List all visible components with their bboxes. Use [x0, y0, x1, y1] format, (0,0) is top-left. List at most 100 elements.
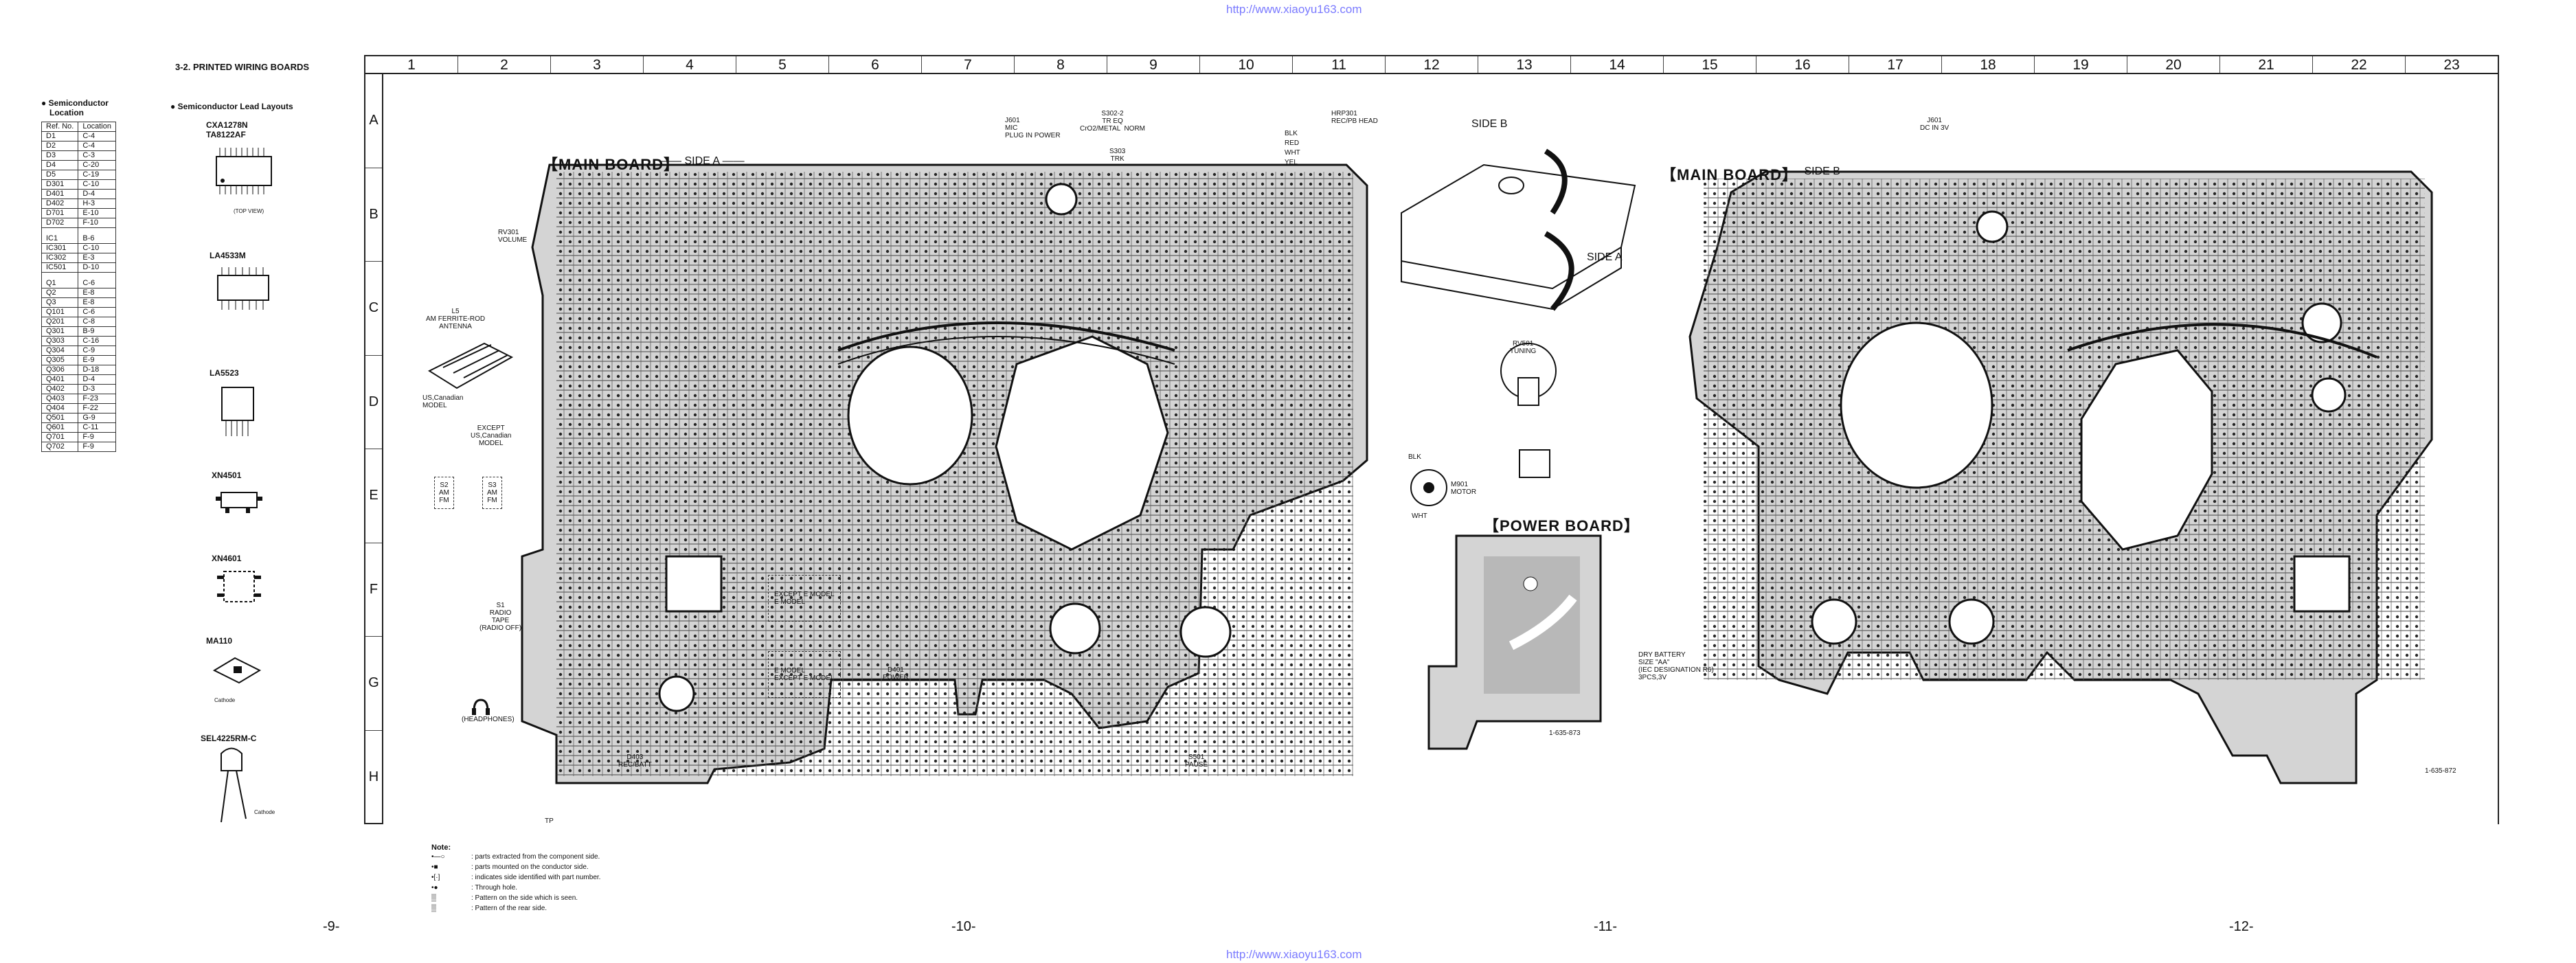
- note-symbol-icon: •■: [431, 863, 438, 871]
- main-board-side-a-label: 【MAIN BOARD】: [543, 156, 679, 173]
- location-cell: F-10: [78, 218, 116, 228]
- ref-no-cell: D401: [41, 189, 79, 199]
- e-model-label-1: E MODEL: [774, 598, 806, 606]
- grid-column-label: 1: [365, 56, 458, 73]
- location-cell: E-3: [78, 253, 116, 263]
- s1-switch-callout: S1 RADIO TAPE (RADIO OFF): [479, 602, 522, 632]
- main-board-part-number: 1-635-872: [2425, 767, 2456, 775]
- grid-column-label: 8: [1015, 56, 1107, 73]
- ref-no-cell: D702: [41, 218, 79, 228]
- grid-column-label: 11: [1293, 56, 1386, 73]
- motor-callout: M901 MOTOR: [1451, 481, 1477, 496]
- ic-package-icon: [216, 492, 262, 513]
- grid-column-label: 18: [1942, 56, 2035, 73]
- location-cell: C-6: [78, 272, 116, 288]
- tp-label: TP: [545, 817, 554, 825]
- note-symbol-icon: ▒: [431, 905, 437, 912]
- location-cell: D-4: [78, 189, 116, 199]
- semiconductor-location: ● Semiconductor Location Ref. No.Locatio…: [41, 98, 116, 452]
- ic-caption: Cathode: [214, 697, 236, 703]
- grid-row-label: B: [365, 168, 382, 262]
- note-symbol-icon: •—○: [431, 853, 445, 861]
- lead-layouts-title-text: Semiconductor Lead Layouts: [177, 102, 293, 111]
- ref-no-cell: IC501: [41, 262, 79, 273]
- note-text: : indicates side identified with part nu…: [471, 874, 601, 881]
- ref-no-cell: Q1: [41, 272, 79, 288]
- wht-wire-callout: WHT: [1412, 512, 1427, 520]
- motor-blk-callout: BLK: [1408, 453, 1421, 461]
- location-cell: E-8: [78, 288, 116, 298]
- location-cell: F-23: [78, 394, 116, 404]
- rec-pb-head-callout: HRP301 REC/PB HEAD: [1331, 110, 1378, 125]
- ref-no-cell: Q2: [41, 288, 79, 298]
- main-board-side-a: [521, 163, 1368, 784]
- note-text: : parts extracted from the component sid…: [471, 853, 600, 861]
- location-cell: C-8: [78, 317, 116, 327]
- grid-column-label: 7: [922, 56, 1015, 73]
- ref-no-cell: Q601: [41, 422, 79, 433]
- notes-title: Note:: [431, 843, 451, 852]
- note-line: •■: parts mounted on the conductor side.: [431, 862, 600, 872]
- watermark-top: http://www.xiaoyu163.com: [1226, 3, 1362, 16]
- ref-no-cell: Q306: [41, 365, 79, 375]
- grid-column-label: 4: [644, 56, 736, 73]
- location-cell: C-11: [78, 422, 116, 433]
- ref-no-cell: Q403: [41, 394, 79, 404]
- led-package-icon: [221, 747, 247, 823]
- col-ref-header: Ref. No.: [41, 122, 79, 132]
- grid-row-label: H: [368, 769, 379, 785]
- except-e-model-label-1: EXCEPT E MODEL: [774, 591, 835, 598]
- s3-switch-callout: S3 AM FM: [482, 477, 502, 509]
- ref-no-cell: Q304: [41, 345, 79, 356]
- ref-no-cell: Q305: [41, 355, 79, 365]
- grid-row-label: F: [365, 543, 382, 637]
- location-cell: C-10: [78, 243, 116, 253]
- note-symbol-icon: •●: [431, 884, 438, 892]
- location-cell: D-10: [78, 262, 116, 273]
- except-e-model-label-2: EXCEPT E MODEL: [774, 675, 835, 682]
- ref-no-cell: IC302: [41, 253, 79, 263]
- location-cell: D-18: [78, 365, 116, 375]
- main-board-side-b: [1688, 170, 2433, 784]
- note-line: ▒: Pattern of the rear side.: [431, 903, 600, 914]
- grid-column-label: 3: [551, 56, 644, 73]
- ref-no-cell: Q402: [41, 384, 79, 394]
- ic-name: CXA1278N: [206, 120, 248, 130]
- watermark-bottom: http://www.xiaoyu163.com: [1226, 948, 1362, 961]
- grid-column-label: 2: [458, 56, 551, 73]
- d401-callout: D401 POWER: [883, 666, 909, 681]
- except-us-callout: EXCEPT US,Canadian MODEL: [471, 424, 512, 447]
- location-cell: F-22: [78, 403, 116, 413]
- ic-package-icon: [217, 571, 261, 602]
- grid-column-label: 6: [829, 56, 922, 73]
- cassette-mechanism-illustration: [1401, 148, 1636, 311]
- ref-no-cell: IC1: [41, 227, 79, 244]
- location-cell: D-4: [78, 374, 116, 385]
- s302-callout: S302-2 TR EQ CrO2/METAL NORM: [1080, 110, 1146, 133]
- battery-callout: DRY BATTERY SIZE "AA" (IEC DESIGNATION R…: [1638, 651, 1714, 681]
- j601-mic-callout: J601 MIC PLUG IN POWER: [1005, 117, 1061, 139]
- note-line: ▒: Pattern on the side which is seen.: [431, 893, 600, 903]
- ic-caption: Cathode: [254, 809, 275, 815]
- location-cell: H-3: [78, 199, 116, 209]
- ref-no-cell: D301: [41, 179, 79, 190]
- lead-layouts-title: ● Semiconductor Lead Layouts: [170, 102, 293, 111]
